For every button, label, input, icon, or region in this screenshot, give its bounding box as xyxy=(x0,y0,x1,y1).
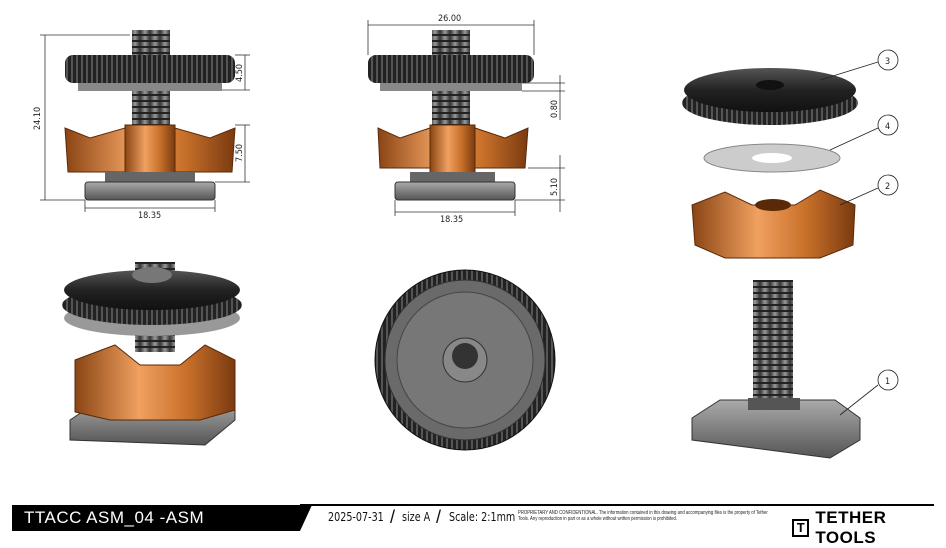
separator: / xyxy=(436,507,442,527)
dim-knob-height: 4.50 xyxy=(235,64,245,82)
sheet-size: size A xyxy=(402,510,431,524)
balloons xyxy=(819,49,899,416)
separator: / xyxy=(390,507,396,527)
title-block-rule xyxy=(300,504,934,506)
dim-washer-thickness: 0.80 xyxy=(550,100,560,118)
front-view xyxy=(64,30,236,201)
balloon-4: 4 xyxy=(885,122,890,132)
drawing-date: 2025-07-31 xyxy=(328,510,384,524)
isometric-assembly xyxy=(62,262,242,446)
front-dimensions xyxy=(40,34,250,212)
balloon-1: 1 xyxy=(885,377,890,387)
dim-overall-height: 24.10 xyxy=(33,107,43,130)
engineering-drawing: 24.10 4.50 7.50 18.35 26.00 0.80 5.10 18… xyxy=(33,14,899,459)
dim-side-base-width: 18.35 xyxy=(440,215,463,225)
dim-lower-height: 5.10 xyxy=(550,178,560,196)
bottom-view xyxy=(374,269,556,451)
dim-front-base-width: 18.35 xyxy=(138,211,161,221)
dim-bracket-height: 7.50 xyxy=(235,144,245,162)
exploded-view xyxy=(682,68,861,459)
dim-knob-diameter: 26.00 xyxy=(438,14,461,24)
drawing-scale: Scale: 2:1mm xyxy=(449,510,516,524)
side-dimensions xyxy=(367,20,565,216)
balloon-3: 3 xyxy=(885,57,890,67)
side-view xyxy=(368,30,534,201)
balloon-2: 2 xyxy=(885,182,890,192)
legal-notice: PROPRIETARY AND CONFIDENTIONAL. The info… xyxy=(518,510,768,522)
tether-tools-logo: T TETHER TOOLS xyxy=(792,508,946,548)
logo-text: TETHER TOOLS xyxy=(815,508,887,547)
part-name: TTACC ASM_04 -ASM xyxy=(12,505,312,531)
logo-mark-icon: T xyxy=(792,519,810,537)
